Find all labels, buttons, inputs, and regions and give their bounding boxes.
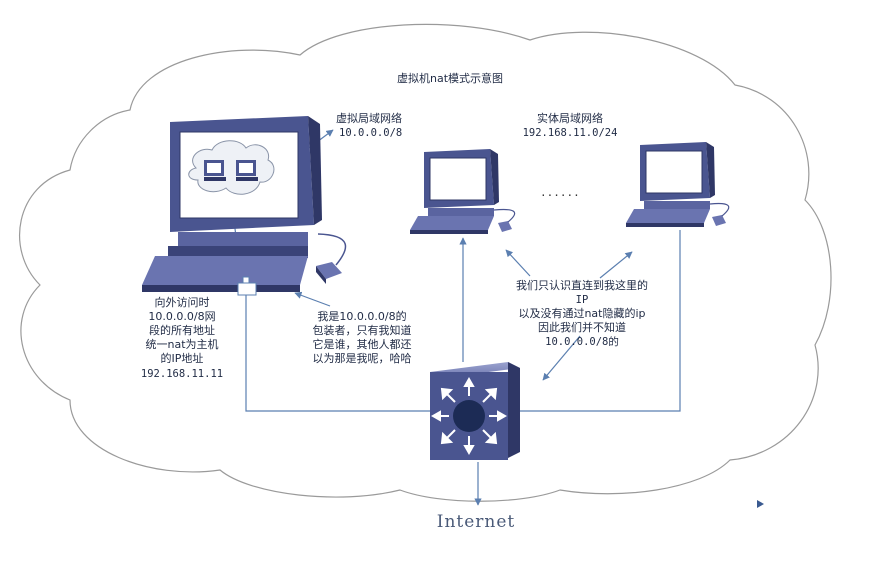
host-note-line: 的IP地址 (160, 352, 204, 365)
host-note-line: 段的所有地址 (149, 324, 215, 337)
physical-lan-name: 实体局域网络 (537, 112, 603, 125)
host-note-line: 192.168.11.11 (140, 368, 224, 380)
host-note-line: 向外访问时 (154, 296, 210, 309)
host-note-line: 10.0.0.0/8网 (148, 310, 216, 323)
internet-label: Internet (436, 512, 516, 532)
peer-note-line: 我们只认识直连到我这里的 (516, 279, 648, 292)
peer-note-line: 以及没有通过nat隐藏的ip (518, 307, 646, 320)
diagram-title: 虚拟机nat模式示意图 (396, 72, 504, 85)
vm-icon (204, 160, 226, 181)
wrapper-note-line: 包装者，只有我知道 (312, 324, 412, 337)
wrapper-note-line: 它是谁，其他人都还 (312, 338, 412, 351)
physical-lan-subnet: 192.168.11.0/24 (522, 127, 618, 139)
wrapper-note-line: 以为那是我呢，哈哈 (312, 352, 412, 365)
arrow-marker-icon (757, 500, 764, 508)
virtual-lan-name: 虚拟局域网络 (336, 112, 402, 125)
more-hosts-ellipsis: ...... (540, 186, 580, 199)
wrapper-note-line: 我是10.0.0.0/8的 (317, 310, 407, 323)
switch-hub (430, 362, 520, 460)
peer-computer-2 (626, 142, 730, 227)
peer-note-line: 10.0.0.0/8的 (545, 336, 619, 348)
host-note-line: 统一nat为主机 (145, 338, 219, 351)
vm-icon (236, 160, 258, 181)
network-cloud (19, 23, 832, 502)
virtual-lan-subnet: 10.0.0.0/8 (339, 127, 403, 139)
nat-port-icon (237, 282, 257, 296)
host-computer (142, 116, 347, 296)
connection-lines (227, 129, 681, 506)
peer-computer-1 (410, 149, 516, 234)
peer-note-line: 因此我们并不知道 (538, 321, 626, 334)
peer-note-line: IP (575, 294, 589, 306)
